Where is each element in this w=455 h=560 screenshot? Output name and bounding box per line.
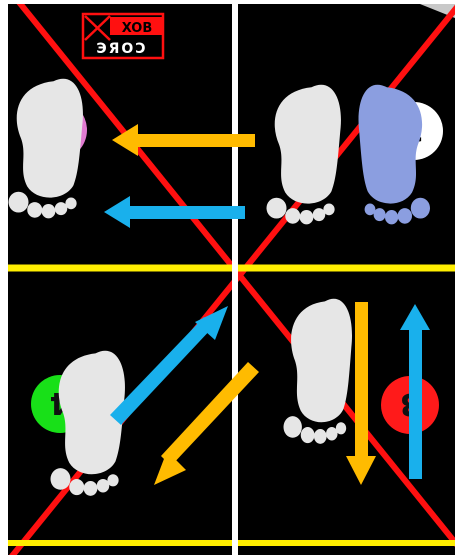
box-logo-icon: XOB ЭЯОƆ: [81, 12, 165, 60]
arrow-down-icon: [346, 302, 376, 485]
arrow-left-icon: [112, 124, 255, 156]
arrow-diagonal-icon: [154, 362, 259, 485]
arrow-left-icon: [104, 196, 245, 228]
corner-wedge: [420, 4, 455, 18]
logo-bottom-text: ЭЯОƆ: [96, 41, 147, 57]
logo-top-text: XOB: [122, 21, 153, 36]
arrow-diagonal-icon: [110, 306, 228, 425]
arrow-up-icon: [400, 304, 430, 479]
